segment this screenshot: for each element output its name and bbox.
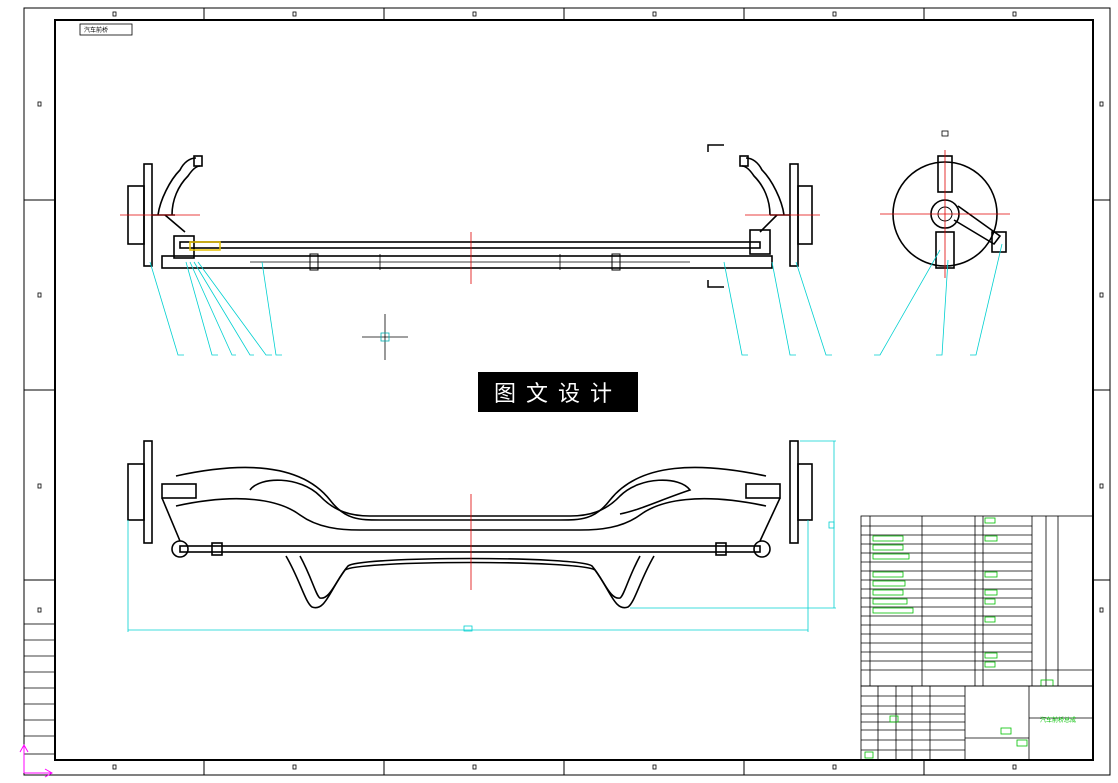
bom-table <box>860 515 1094 687</box>
title-block-name: 汽车前桥总成 <box>1040 716 1076 724</box>
side-view-leaders <box>874 243 1003 356</box>
watermark-stamp: 图文设计 <box>478 372 638 412</box>
revision-strip <box>23 623 56 755</box>
front-view-leaders <box>149 261 832 356</box>
front-view-axle <box>127 155 813 271</box>
side-view-centerlines <box>880 150 1010 278</box>
plan-view-dimensions <box>127 440 836 632</box>
plan-view-axle <box>127 440 813 609</box>
zone-number-marks <box>37 11 1104 770</box>
title-block-marks <box>864 715 1028 759</box>
front-view-centerlines <box>120 214 820 284</box>
ucs-axis-icon <box>19 743 54 778</box>
side-view-knuckle <box>892 155 1007 269</box>
corner-tag: 汽车前桥 <box>79 23 133 36</box>
side-view-mark <box>941 130 949 137</box>
section-marks <box>707 144 724 288</box>
bom-entries <box>872 517 1054 687</box>
front-view-highlight <box>189 241 221 251</box>
ucs-cross-marker <box>362 314 408 360</box>
title-block <box>860 685 1094 761</box>
corner-tag-text: 汽车前桥 <box>84 26 108 34</box>
zone-marks <box>24 8 1110 775</box>
